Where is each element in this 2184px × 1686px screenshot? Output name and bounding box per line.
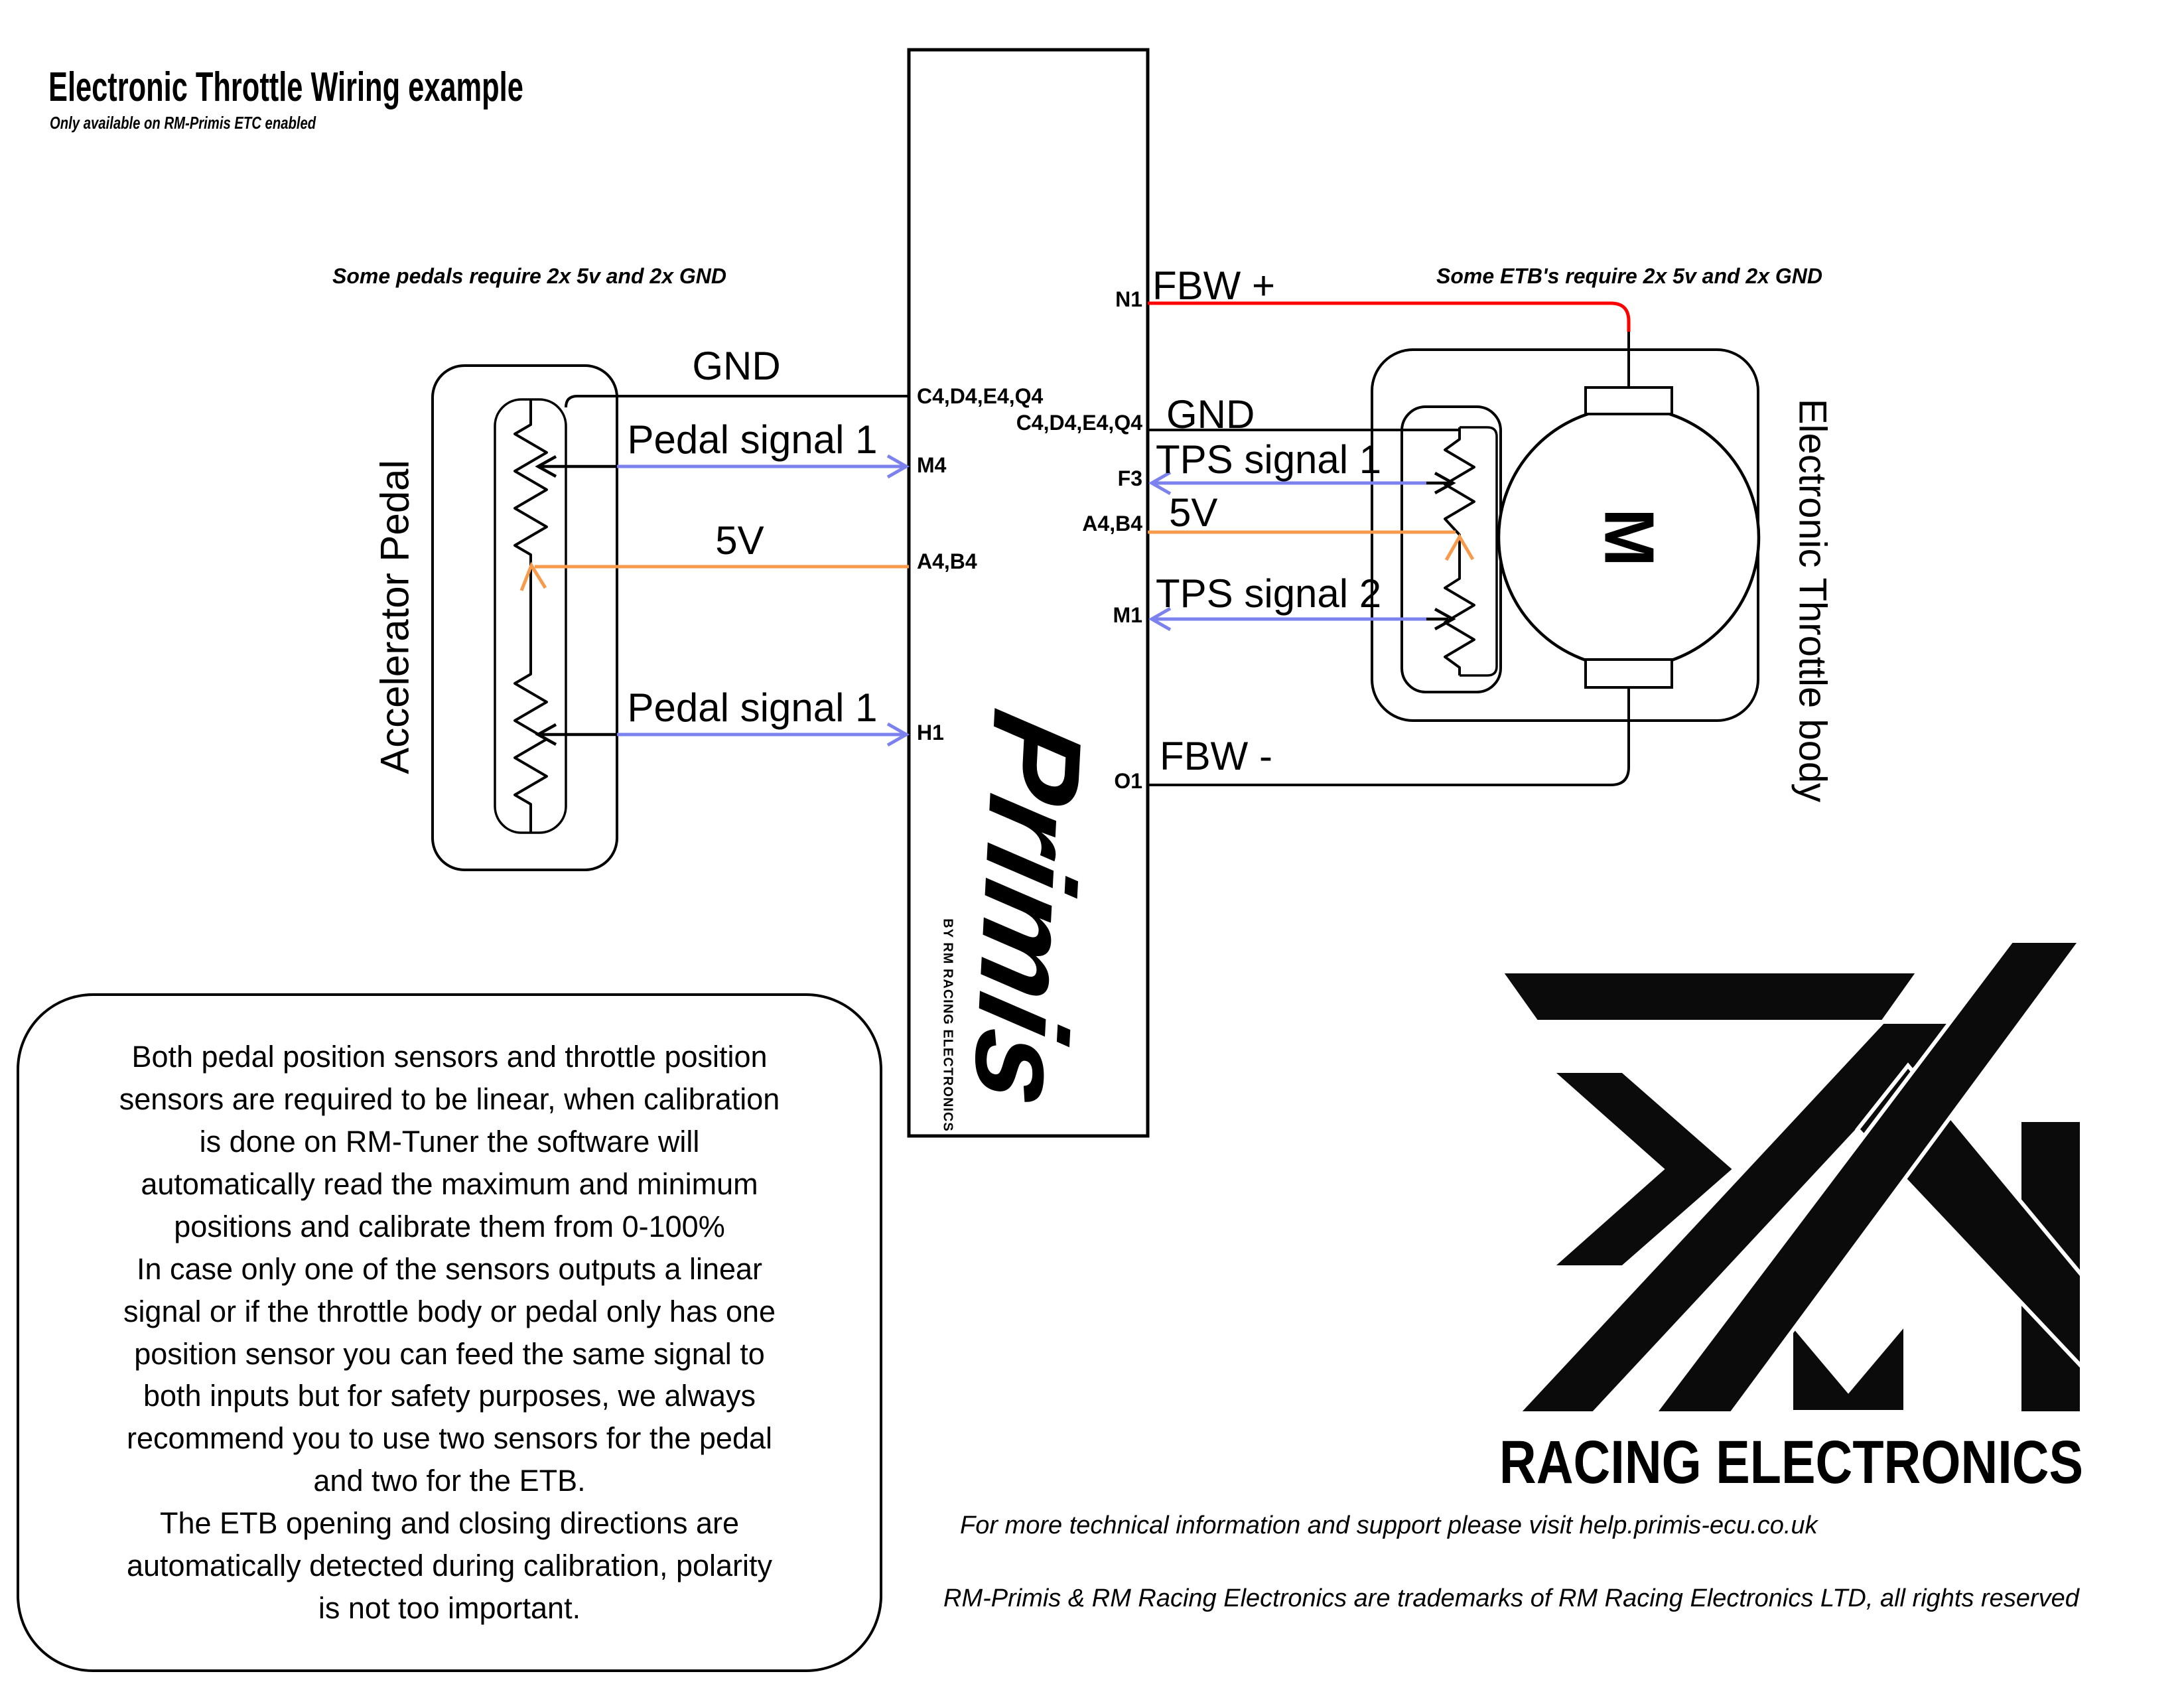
etb-note: Some ETB's require 2x 5v and 2x GND xyxy=(1436,264,1823,288)
tps1-label: TPS signal 1 xyxy=(1156,437,1382,482)
etb-5v-arrowhead-icon xyxy=(1444,533,1475,561)
pedal-5v-label: 5V xyxy=(715,518,764,563)
etb-5v-label: 5V xyxy=(1169,490,1218,535)
primis-byline: BY RM RACING ELECTRONICS xyxy=(940,918,955,1132)
tps1-arrowhead-icon xyxy=(1148,470,1172,496)
pedal-note: Some pedals require 2x 5v and 2x GND xyxy=(332,264,727,288)
tps2-wiper-arrowhead-icon xyxy=(1434,608,1456,630)
etb-potentiometers xyxy=(1444,427,1475,675)
pedal-rotated-label: Accelerator Pedal xyxy=(372,460,417,774)
tps2-arrowhead-icon xyxy=(1148,606,1172,632)
pin-left-a4b4: A4,B4 xyxy=(917,549,977,573)
pedal-wiper1-arrowhead-icon xyxy=(535,455,557,478)
pin-right-n1: N1 xyxy=(1115,287,1142,311)
brand-name: RACING ELECTRONICS xyxy=(1499,1429,2084,1496)
pin-right-o1: O1 xyxy=(1114,769,1142,793)
pedal-outer-housing xyxy=(431,364,618,871)
pedal-signal2-label: Pedal signal 1 xyxy=(627,685,878,730)
pin-right-gnd: C4,D4,E4,Q4 xyxy=(1016,411,1142,435)
etb-motor-terminal-bottom xyxy=(1584,658,1673,689)
pin-right-a4b4: A4,B4 xyxy=(1082,512,1142,535)
pin-right-m1: M1 xyxy=(1113,603,1142,627)
fbw-plus-wire xyxy=(1148,301,1631,332)
rm-logo-m-left-diagonal xyxy=(1650,939,2084,1415)
fbw-plus-label: FBW + xyxy=(1152,263,1276,308)
pedal-wiper2-arrowhead-icon xyxy=(535,723,557,746)
footer-support-line: For more technical information and suppo… xyxy=(960,1511,1818,1539)
etb-gnd-label: GND xyxy=(1166,392,1255,437)
page-title: Electronic Throttle Wiring example xyxy=(48,64,523,110)
pedal-potentiometers xyxy=(513,399,548,833)
rm-logo-m-notch xyxy=(1789,1317,1907,1414)
pin-left-m4: M4 xyxy=(917,453,947,477)
info-box-text: Both pedal position sensors and throttle… xyxy=(119,1040,780,1625)
pedal-gnd-wire xyxy=(565,395,909,408)
etb-rotated-label: Electronic Throttle body xyxy=(1791,398,1834,803)
pin-left-gnd: C4,D4,E4,Q4 xyxy=(917,384,1044,408)
pedal-5v-arrowhead-icon xyxy=(519,561,547,591)
primis-logo: Primis xyxy=(947,699,1109,1121)
fbw-minus-wire xyxy=(1148,687,1630,786)
tps1-wiper-arrowhead-icon xyxy=(1434,472,1456,494)
etb-motor-terminal-top xyxy=(1584,386,1673,415)
rm-logo xyxy=(1497,939,2084,1415)
pin-left-h1: H1 xyxy=(917,721,944,744)
ecu-box xyxy=(907,48,1150,1138)
rm-logo-chevron xyxy=(1546,1069,1738,1269)
rm-logo-top-bar xyxy=(1497,969,1923,1024)
motor-label: M xyxy=(1590,508,1669,567)
footer-trademark-line: RM-Primis & RM Racing Electronics are tr… xyxy=(943,1584,2079,1612)
rm-logo-r-leg xyxy=(1513,1020,1963,1415)
pin-right-f3: F3 xyxy=(1117,466,1142,490)
fbw-minus-label: FBW - xyxy=(1160,734,1272,778)
page-subtitle: Only available on RM-Primis ETC enabled xyxy=(50,113,316,133)
tps2-label: TPS signal 2 xyxy=(1156,571,1382,616)
pedal-signal1-label: Pedal signal 1 xyxy=(627,417,878,462)
pedal-gnd-label: GND xyxy=(692,344,781,388)
pedal-signal1-arrowhead-icon xyxy=(886,454,910,479)
etb-sensor-track xyxy=(1460,426,1498,677)
pedal-signal2-arrowhead-icon xyxy=(886,722,910,747)
info-box: Both pedal position sensors and throttle… xyxy=(17,993,882,1672)
